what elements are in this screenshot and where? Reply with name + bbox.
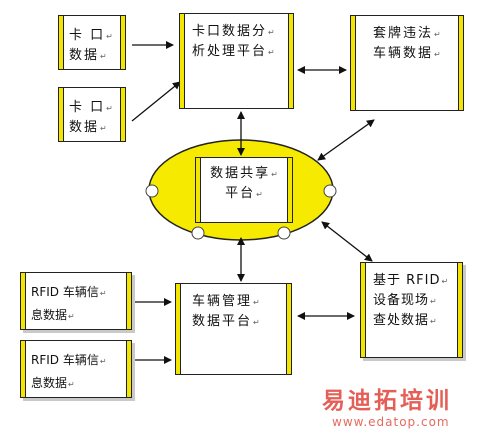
node-label: 车辆管理 数据平台	[192, 292, 281, 332]
ellipse-handle-bottom-left	[191, 226, 205, 240]
data-sharing-platform-box: 数据共享 平台	[195, 157, 293, 223]
node-label: 卡 口 数据	[69, 98, 115, 138]
label-line: 数据共享	[204, 164, 284, 184]
label-line: 车辆数据	[373, 44, 453, 64]
node-label: 套牌违法 车辆数据	[373, 24, 453, 64]
label-line: 卡 口	[69, 26, 115, 46]
label-line: 息数据	[31, 306, 121, 326]
node-label: 卡 口 数据	[69, 26, 115, 66]
vehicle-management-platform-box: 车辆管理 数据平台	[175, 283, 292, 375]
checkpoint-data-box-2: 卡 口 数据	[58, 87, 126, 142]
watermark-url[interactable]: www.edatop.com	[332, 415, 450, 429]
label-line: 数据	[69, 118, 115, 138]
rfid-vehicle-info-box-2: RFID 车辆信 息数据	[20, 340, 132, 398]
label-line: 平台	[204, 184, 284, 204]
label-line: 设备现场	[373, 291, 452, 311]
label-line: 套牌违法	[373, 24, 453, 44]
ellipse-handle-bottom-right	[277, 226, 291, 240]
label-line: 查处数据	[373, 311, 452, 331]
watermark-text: 易迪拓培训	[322, 388, 452, 414]
label-line: 数据	[69, 46, 115, 66]
node-label: 卡口数据分 析处理平台	[192, 22, 283, 62]
label-line: 卡 口	[69, 98, 115, 118]
checkpoint-data-box-1: 卡 口 数据	[58, 15, 126, 70]
arrow-fakeplate-sharing	[317, 119, 375, 161]
watermark: 易迪拓培训 www.edatop.com	[322, 388, 482, 430]
fake-plate-vehicle-data-box: 套牌违法 车辆数据	[350, 15, 464, 111]
checkpoint-analysis-platform-box: 卡口数据分 析处理平台	[179, 13, 294, 109]
rfid-field-enforcement-data-box: 基于 RFID 设备现场 查处数据	[360, 262, 463, 358]
node-label: 数据共享 平台	[204, 164, 284, 204]
label-line: 数据平台	[192, 312, 281, 332]
ellipse-handle-left	[145, 184, 159, 198]
label-line: 车辆管理	[192, 292, 281, 312]
label-line: RFID 车辆信	[31, 283, 121, 303]
label-line: RFID 车辆信	[31, 351, 121, 371]
label-line: 息数据	[31, 374, 121, 394]
label-line: 卡口数据分	[192, 22, 283, 42]
ellipse-handle-right	[323, 184, 337, 198]
rfid-vehicle-info-box-1: RFID 车辆信 息数据	[20, 272, 132, 330]
node-label: RFID 车辆信 息数据	[31, 283, 121, 326]
label-line: 基于 RFID	[373, 271, 452, 291]
node-label: RFID 车辆信 息数据	[31, 351, 121, 394]
node-label: 基于 RFID 设备现场 查处数据	[373, 271, 452, 331]
label-line: 析处理平台	[192, 42, 283, 62]
arrow-checkpoint2-to-platform	[131, 81, 181, 122]
arrow-sharing-rfidfield	[321, 221, 373, 262]
